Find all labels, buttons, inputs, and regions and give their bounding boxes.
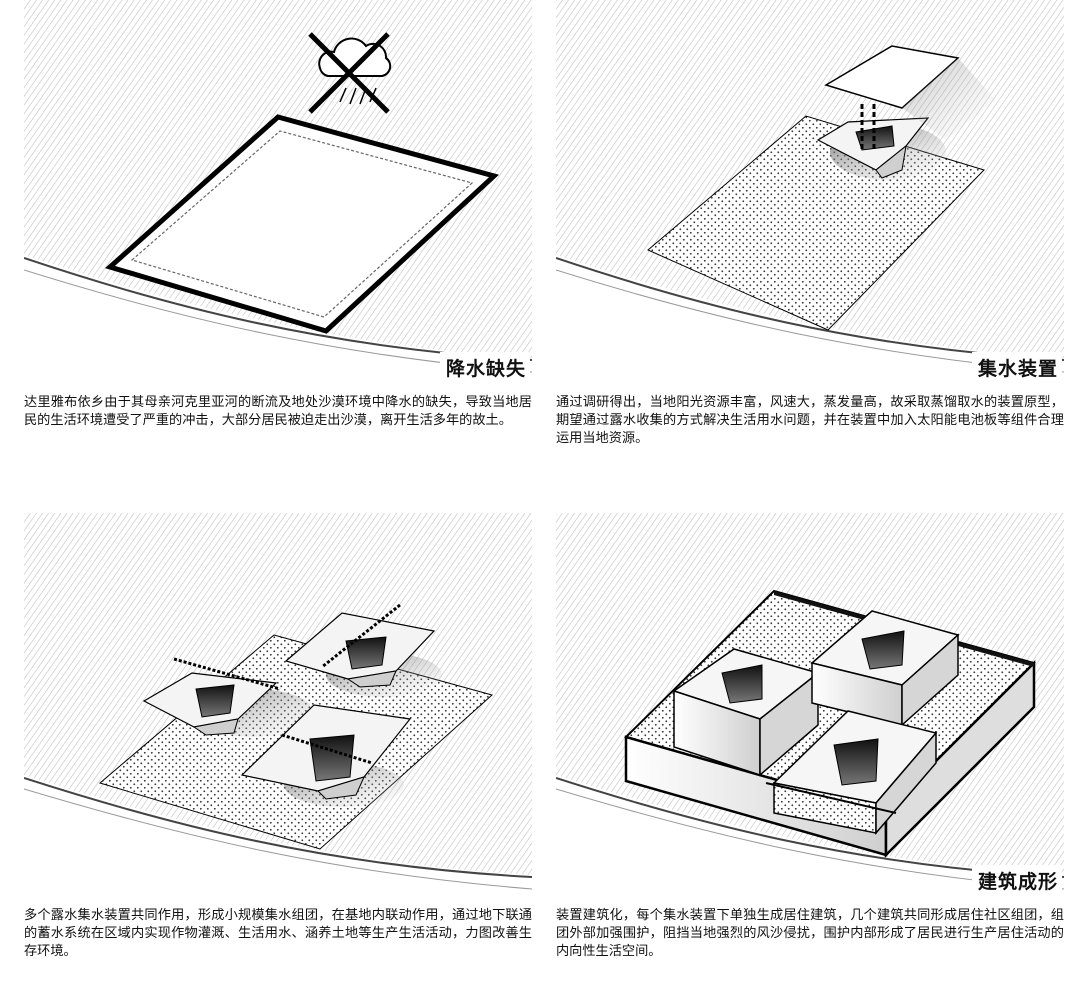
panel-caption: 装置建筑化，每个集水装置下单独生成居住建筑，几个建筑共同形成居住社区组团，组团外… bbox=[556, 908, 1064, 959]
panel-caption: 多个露水集水装置共同作用，形成小规模集水组团，在基地内联动作用，通过地下联通的蓄… bbox=[24, 908, 532, 959]
terrain-curve bbox=[556, 775, 1064, 903]
residential-unit bbox=[772, 710, 938, 836]
diagram-building-form bbox=[556, 513, 1064, 903]
wind-arrow bbox=[173, 657, 281, 691]
site-boundary bbox=[130, 130, 474, 318]
panel-caption: 达里雅布依乡由于其母亲河克里亚河的断流及地处沙漠环境中降水的缺失，导致当地居民的… bbox=[24, 395, 532, 428]
diagram-canvas bbox=[556, 0, 1064, 390]
water-collector-device bbox=[816, 104, 930, 179]
diagram-precipitation-loss bbox=[24, 0, 532, 390]
diagram-water-cluster bbox=[24, 513, 532, 903]
terrain-curve bbox=[24, 775, 532, 903]
crossed-out-rain-cloud-icon bbox=[308, 32, 392, 114]
water-collector-device bbox=[142, 672, 314, 737]
diagram-water-collector bbox=[556, 0, 1064, 390]
wind-arrow bbox=[281, 733, 373, 765]
diagram-canvas bbox=[24, 0, 532, 390]
water-collector-device bbox=[284, 612, 442, 697]
residential-unit bbox=[810, 610, 960, 727]
terrain-curve bbox=[556, 255, 1064, 390]
panel-caption: 通过调研得出，当地阳光资源丰富，风速大，蒸发量高，故采取蒸馏取水的装置原型，期望… bbox=[556, 395, 1064, 446]
site-plot bbox=[104, 114, 500, 334]
residential-unit bbox=[672, 648, 820, 777]
panel-title: 集水装置 bbox=[971, 352, 1062, 381]
wind-arrow bbox=[321, 603, 401, 669]
terrain-curve bbox=[24, 255, 532, 390]
panel-title: 建筑成形 bbox=[971, 865, 1062, 894]
diagram-canvas bbox=[24, 513, 532, 903]
panel-title: 降水缺失 bbox=[439, 352, 530, 381]
diagram-canvas bbox=[556, 513, 1064, 903]
